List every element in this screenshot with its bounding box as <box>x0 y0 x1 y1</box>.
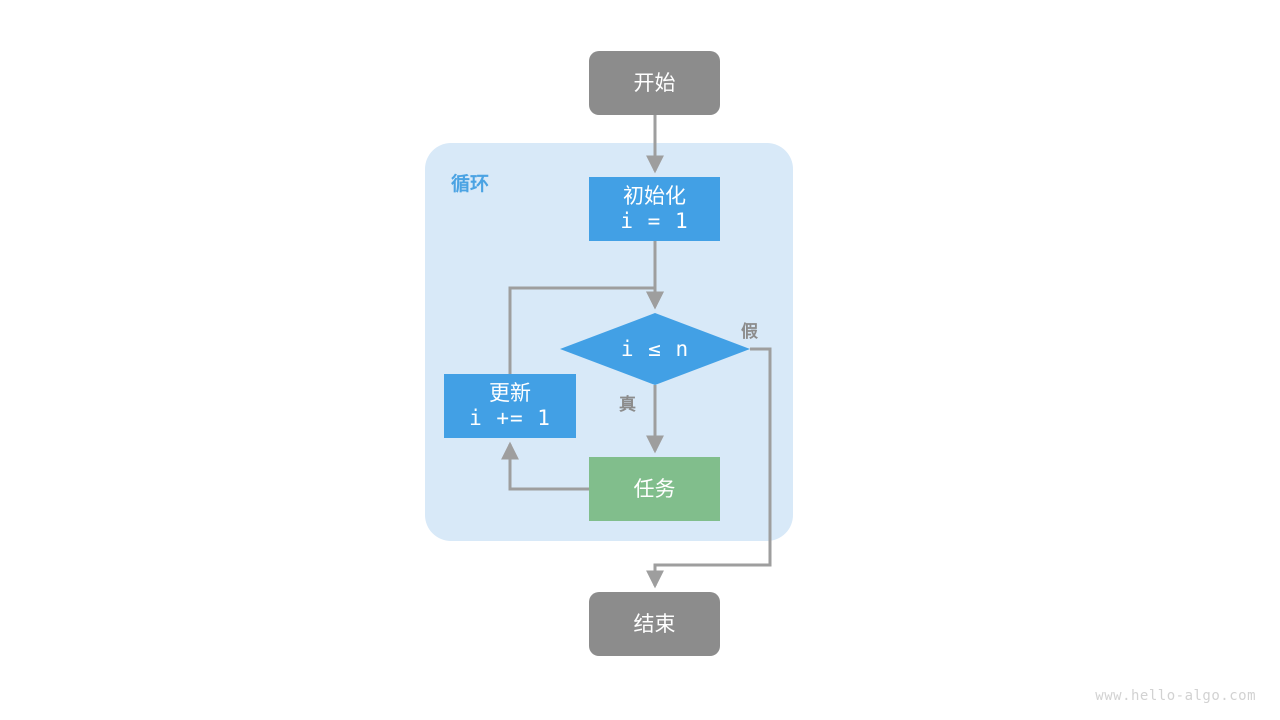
site-watermark: www.hello-algo.com <box>1095 688 1256 704</box>
task-node-shape[interactable] <box>589 457 720 521</box>
edge-task-to-update <box>501 441 589 491</box>
condition-node-shape[interactable] <box>560 313 750 385</box>
end-node-shape[interactable] <box>589 592 720 656</box>
edge-label-true: 真 <box>619 395 636 415</box>
edge-update-to-condition <box>508 286 664 374</box>
update-node-shape[interactable] <box>444 374 576 438</box>
edge-label-false: 假 <box>741 322 758 342</box>
init-node-shape[interactable] <box>589 177 720 241</box>
start-node-shape[interactable] <box>589 51 720 115</box>
loop-group-label: 循环 <box>451 173 490 195</box>
edge-condition-to-end <box>646 347 772 589</box>
